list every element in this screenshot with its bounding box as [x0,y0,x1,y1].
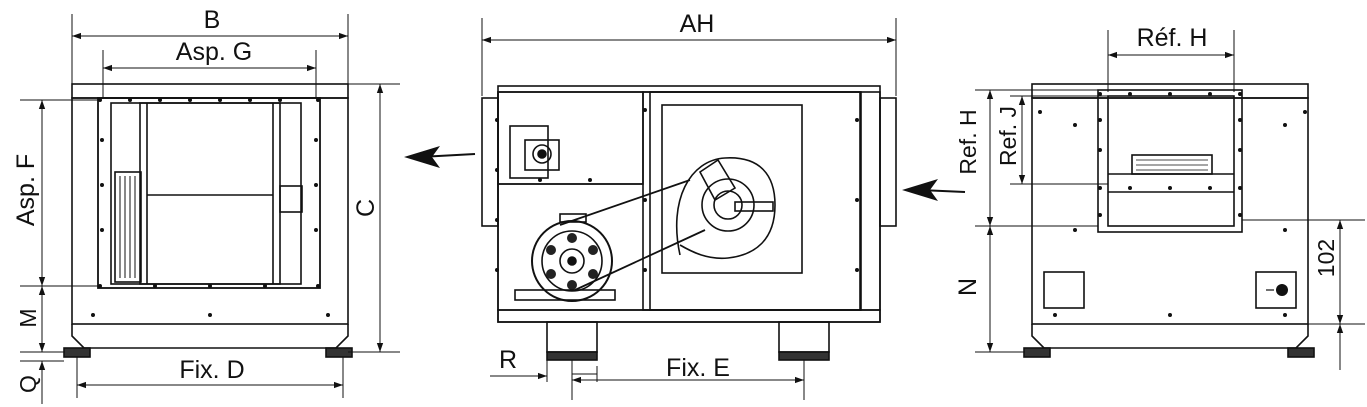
side-view-dimensions [481,18,897,400]
rear-view-dimensions [975,30,1365,370]
dim-label-c: C [352,199,380,217]
dim-label-asp-g: Asp. G [176,38,252,66]
airflow-outlet-arrow [404,146,476,168]
dim-label-r: R [499,346,517,374]
dim-label-ref-h-vertical: Ref. H [955,109,981,174]
dim-label-n: N [954,278,982,296]
front-view [63,83,353,358]
dim-label-q: Q [15,375,41,393]
front-view-dimensions [20,14,400,404]
dim-label-b: B [204,6,221,34]
dim-label-fix-e: Fix. E [666,354,730,382]
dim-label-ref-h-top: Réf. H [1137,24,1208,52]
dim-label-102: 102 [1313,239,1339,277]
dim-label-m: M [15,308,41,327]
dim-label-fix-d: Fix. D [179,356,244,384]
side-view [481,85,897,361]
dim-label-ah: AH [680,10,715,38]
dim-label-asp-f: Asp. F [12,154,40,226]
dim-label-ref-j: Ref. J [995,106,1021,166]
airflow-inlet-arrow [902,179,966,201]
rear-view [1023,83,1315,358]
